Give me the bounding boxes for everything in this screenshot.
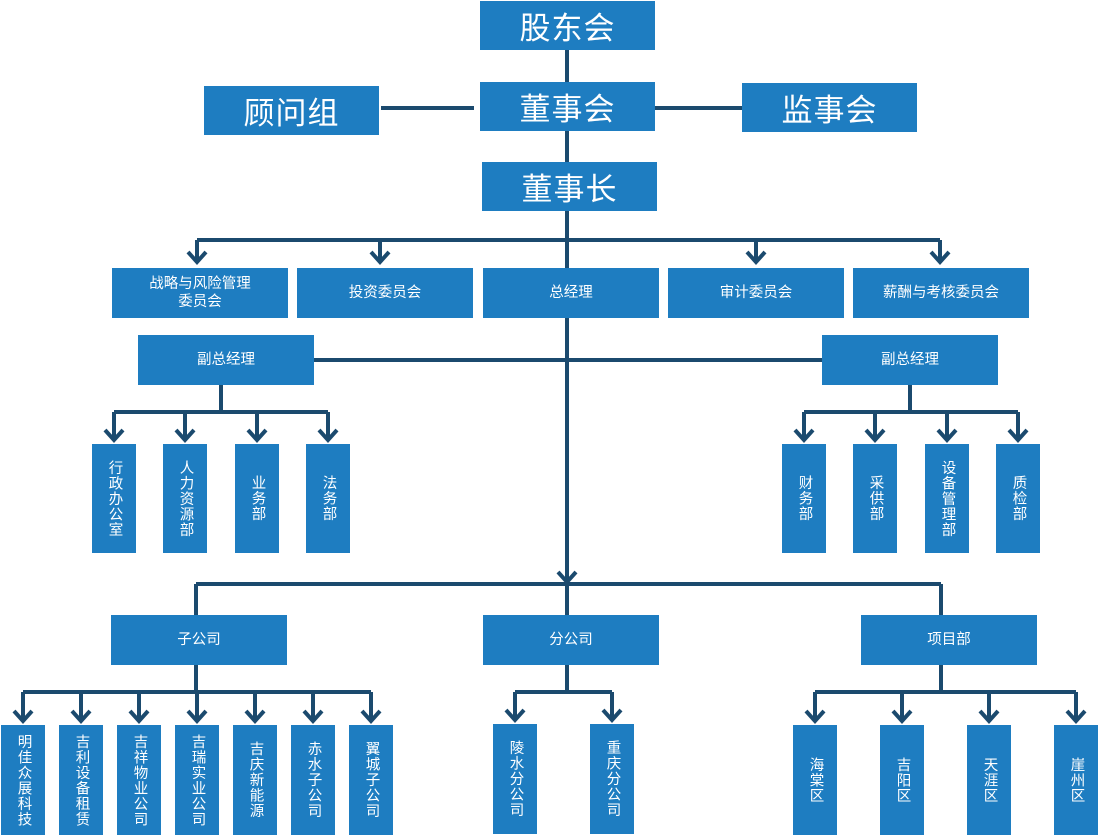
branch-office-name: 重庆分公司	[604, 740, 621, 818]
arrow-head	[1007, 428, 1029, 443]
arrow-head	[128, 709, 150, 724]
arrow-head	[745, 250, 767, 265]
board-label: 董事会	[519, 92, 616, 128]
arrow-head	[174, 428, 196, 443]
subsidiary-6: 翼城子公司	[349, 725, 393, 835]
shareholders-label: 股东会	[519, 11, 616, 47]
supervisors-box: 监事会	[742, 83, 917, 132]
chairman-label: 董事长	[521, 172, 618, 208]
strategy-committee-line2: 委员会	[178, 294, 222, 310]
subsidiary-2: 吉祥物业公司	[117, 725, 161, 835]
subsidiary-3: 吉瑞实业公司	[175, 725, 219, 835]
dept-left-0: 行政办公室	[92, 444, 136, 553]
arrow-head	[186, 250, 208, 265]
arrow-head	[186, 709, 208, 724]
advisors-label: 顾问组	[243, 96, 340, 132]
arrow-head	[978, 709, 1000, 724]
project-area-2: 天涯区	[967, 725, 1011, 835]
project-dept-box: 项目部	[861, 615, 1037, 665]
subsidiary-name: 明佳众展科技	[15, 733, 32, 827]
arrow-head	[936, 428, 958, 443]
arrow-head	[804, 709, 826, 724]
dept-right-3: 质检部	[996, 444, 1040, 553]
project-area-1: 吉阳区	[880, 725, 924, 835]
project-area-3: 崖州区	[1054, 725, 1098, 835]
branch-office-label: 分公司	[549, 632, 593, 648]
dept-label: 采供部	[867, 475, 884, 522]
dept-left-1: 人力资源部	[163, 444, 207, 553]
project-area-name: 海棠区	[807, 756, 824, 804]
arrow-head	[864, 428, 886, 443]
vice-gm-right-box: 副总经理	[822, 335, 998, 385]
arrow-head	[1065, 709, 1087, 724]
investment-committee-label: 投资委员会	[348, 285, 422, 301]
vice-gm-left-box: 副总经理	[138, 335, 314, 385]
dept-label: 法务部	[320, 475, 337, 522]
project-area-name: 天涯区	[981, 756, 998, 804]
subsidiary-name: 吉利设备租赁	[73, 733, 90, 827]
project-area-name: 崖州区	[1068, 756, 1085, 804]
arrow-head	[70, 709, 92, 724]
board-box: 董事会	[480, 82, 655, 131]
dept-label: 业务部	[249, 475, 266, 522]
supervisors-label: 监事会	[781, 93, 878, 129]
arrow-head	[929, 250, 951, 265]
subsidiary-label: 子公司	[177, 632, 221, 648]
dept-right-0: 财务部	[782, 444, 826, 553]
general-manager-box: 总经理	[483, 268, 659, 318]
subsidiary-name: 翼城子公司	[363, 741, 380, 819]
subsidiary-0: 明佳众展科技	[1, 725, 45, 835]
arrow-head	[244, 709, 266, 724]
arrow-head	[793, 428, 815, 443]
dept-right-1: 采供部	[853, 444, 897, 553]
arrow-head	[103, 428, 125, 443]
subsidiary-1: 吉利设备租赁	[59, 725, 103, 835]
branch-office-1: 重庆分公司	[590, 724, 634, 834]
strategy-committee-box: 战略与风险管理 委员会	[112, 268, 288, 318]
dept-right-2: 设备管理部	[925, 444, 969, 553]
project-area-name: 吉阳区	[894, 756, 911, 804]
branch-office-0: 陵水分公司	[493, 724, 537, 834]
compensation-committee-box: 薪酬与考核委员会	[853, 268, 1029, 318]
dept-label: 质检部	[1010, 475, 1027, 522]
subsidiary-5: 赤水子公司	[291, 725, 335, 835]
compensation-committee-label: 薪酬与考核委员会	[883, 285, 999, 301]
arrow-head	[246, 428, 268, 443]
arrow-head	[302, 709, 324, 724]
vice-gm-left-label: 副总经理	[197, 352, 255, 368]
chairman-box: 董事长	[482, 162, 657, 211]
arrow-head	[360, 709, 382, 724]
audit-committee-label: 审计委员会	[719, 285, 793, 301]
dept-left-2: 业务部	[235, 444, 279, 553]
subsidiary-4: 吉庆新能源	[233, 725, 277, 835]
arrow-head	[891, 709, 913, 724]
subsidiary-box: 子公司	[111, 615, 287, 665]
dept-label: 设备管理部	[939, 459, 956, 538]
branch-office-name: 陵水分公司	[507, 740, 524, 818]
dept-label: 财务部	[796, 475, 813, 522]
arrow-head	[601, 708, 623, 723]
arrow-head	[369, 250, 391, 265]
shareholders-box: 股东会	[480, 1, 655, 50]
dept-label: 人力资源部	[177, 459, 194, 538]
subsidiary-name: 吉瑞实业公司	[189, 733, 206, 827]
arrow-head	[504, 708, 526, 723]
arrow-head	[12, 709, 34, 724]
dept-left-3: 法务部	[306, 444, 350, 553]
project-dept-label: 项目部	[927, 632, 971, 648]
investment-committee-box: 投资委员会	[297, 268, 473, 318]
dept-label: 行政办公室	[106, 459, 123, 538]
branch-office-box: 分公司	[483, 615, 659, 665]
arrow-head	[317, 428, 339, 443]
general-manager-label: 总经理	[549, 285, 593, 301]
advisors-box: 顾问组	[204, 86, 379, 135]
audit-committee-box: 审计委员会	[668, 268, 844, 318]
vice-gm-right-label: 副总经理	[881, 352, 939, 368]
subsidiary-name: 吉祥物业公司	[131, 733, 148, 827]
subsidiary-name: 吉庆新能源	[247, 741, 264, 819]
subsidiary-name: 赤水子公司	[305, 741, 322, 819]
strategy-committee-line1: 战略与风险管理	[149, 276, 251, 292]
project-area-0: 海棠区	[793, 725, 837, 835]
